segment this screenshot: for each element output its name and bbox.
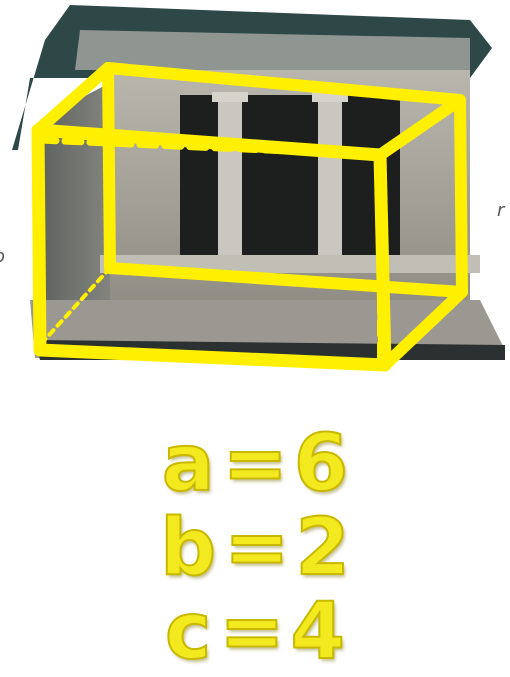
dimension-labels: a = 6 b = 2 c = 4	[0, 419, 510, 677]
column-capital	[212, 92, 248, 102]
box-left-back-edge	[102, 62, 116, 274]
cornice-band	[75, 30, 470, 70]
edge-text-fragment-left: o	[0, 246, 5, 267]
box-hidden-edge	[36, 136, 384, 159]
equals-sign: =	[221, 419, 288, 509]
column	[318, 95, 342, 255]
value-b: 2	[294, 503, 350, 593]
dimension-c: c = 4	[164, 587, 346, 677]
edge-text-fragment-right: r	[497, 200, 505, 221]
box-top-back-edge	[32, 62, 466, 161]
dimension-a: a = 6	[161, 419, 349, 509]
equals-sign: =	[223, 503, 290, 593]
variable-b: b	[159, 503, 217, 593]
variable-a: a	[161, 419, 216, 509]
wireframe-box	[31, 62, 468, 372]
column-capital	[312, 92, 348, 102]
box-hidden-edge	[38, 266, 112, 347]
variable-c: c	[164, 587, 212, 677]
column	[218, 95, 242, 255]
equals-sign: =	[218, 587, 285, 677]
building-photo	[12, 5, 505, 372]
building-side-face	[40, 80, 115, 345]
window-opening	[180, 95, 400, 255]
dimension-b: b = 2	[159, 503, 350, 593]
box-mid-back-edge	[104, 262, 468, 298]
value-a: 6	[293, 419, 349, 509]
box-bottom-right-edge	[379, 286, 468, 371]
box-right-back-edge	[454, 94, 468, 298]
value-c: 4	[290, 587, 346, 677]
